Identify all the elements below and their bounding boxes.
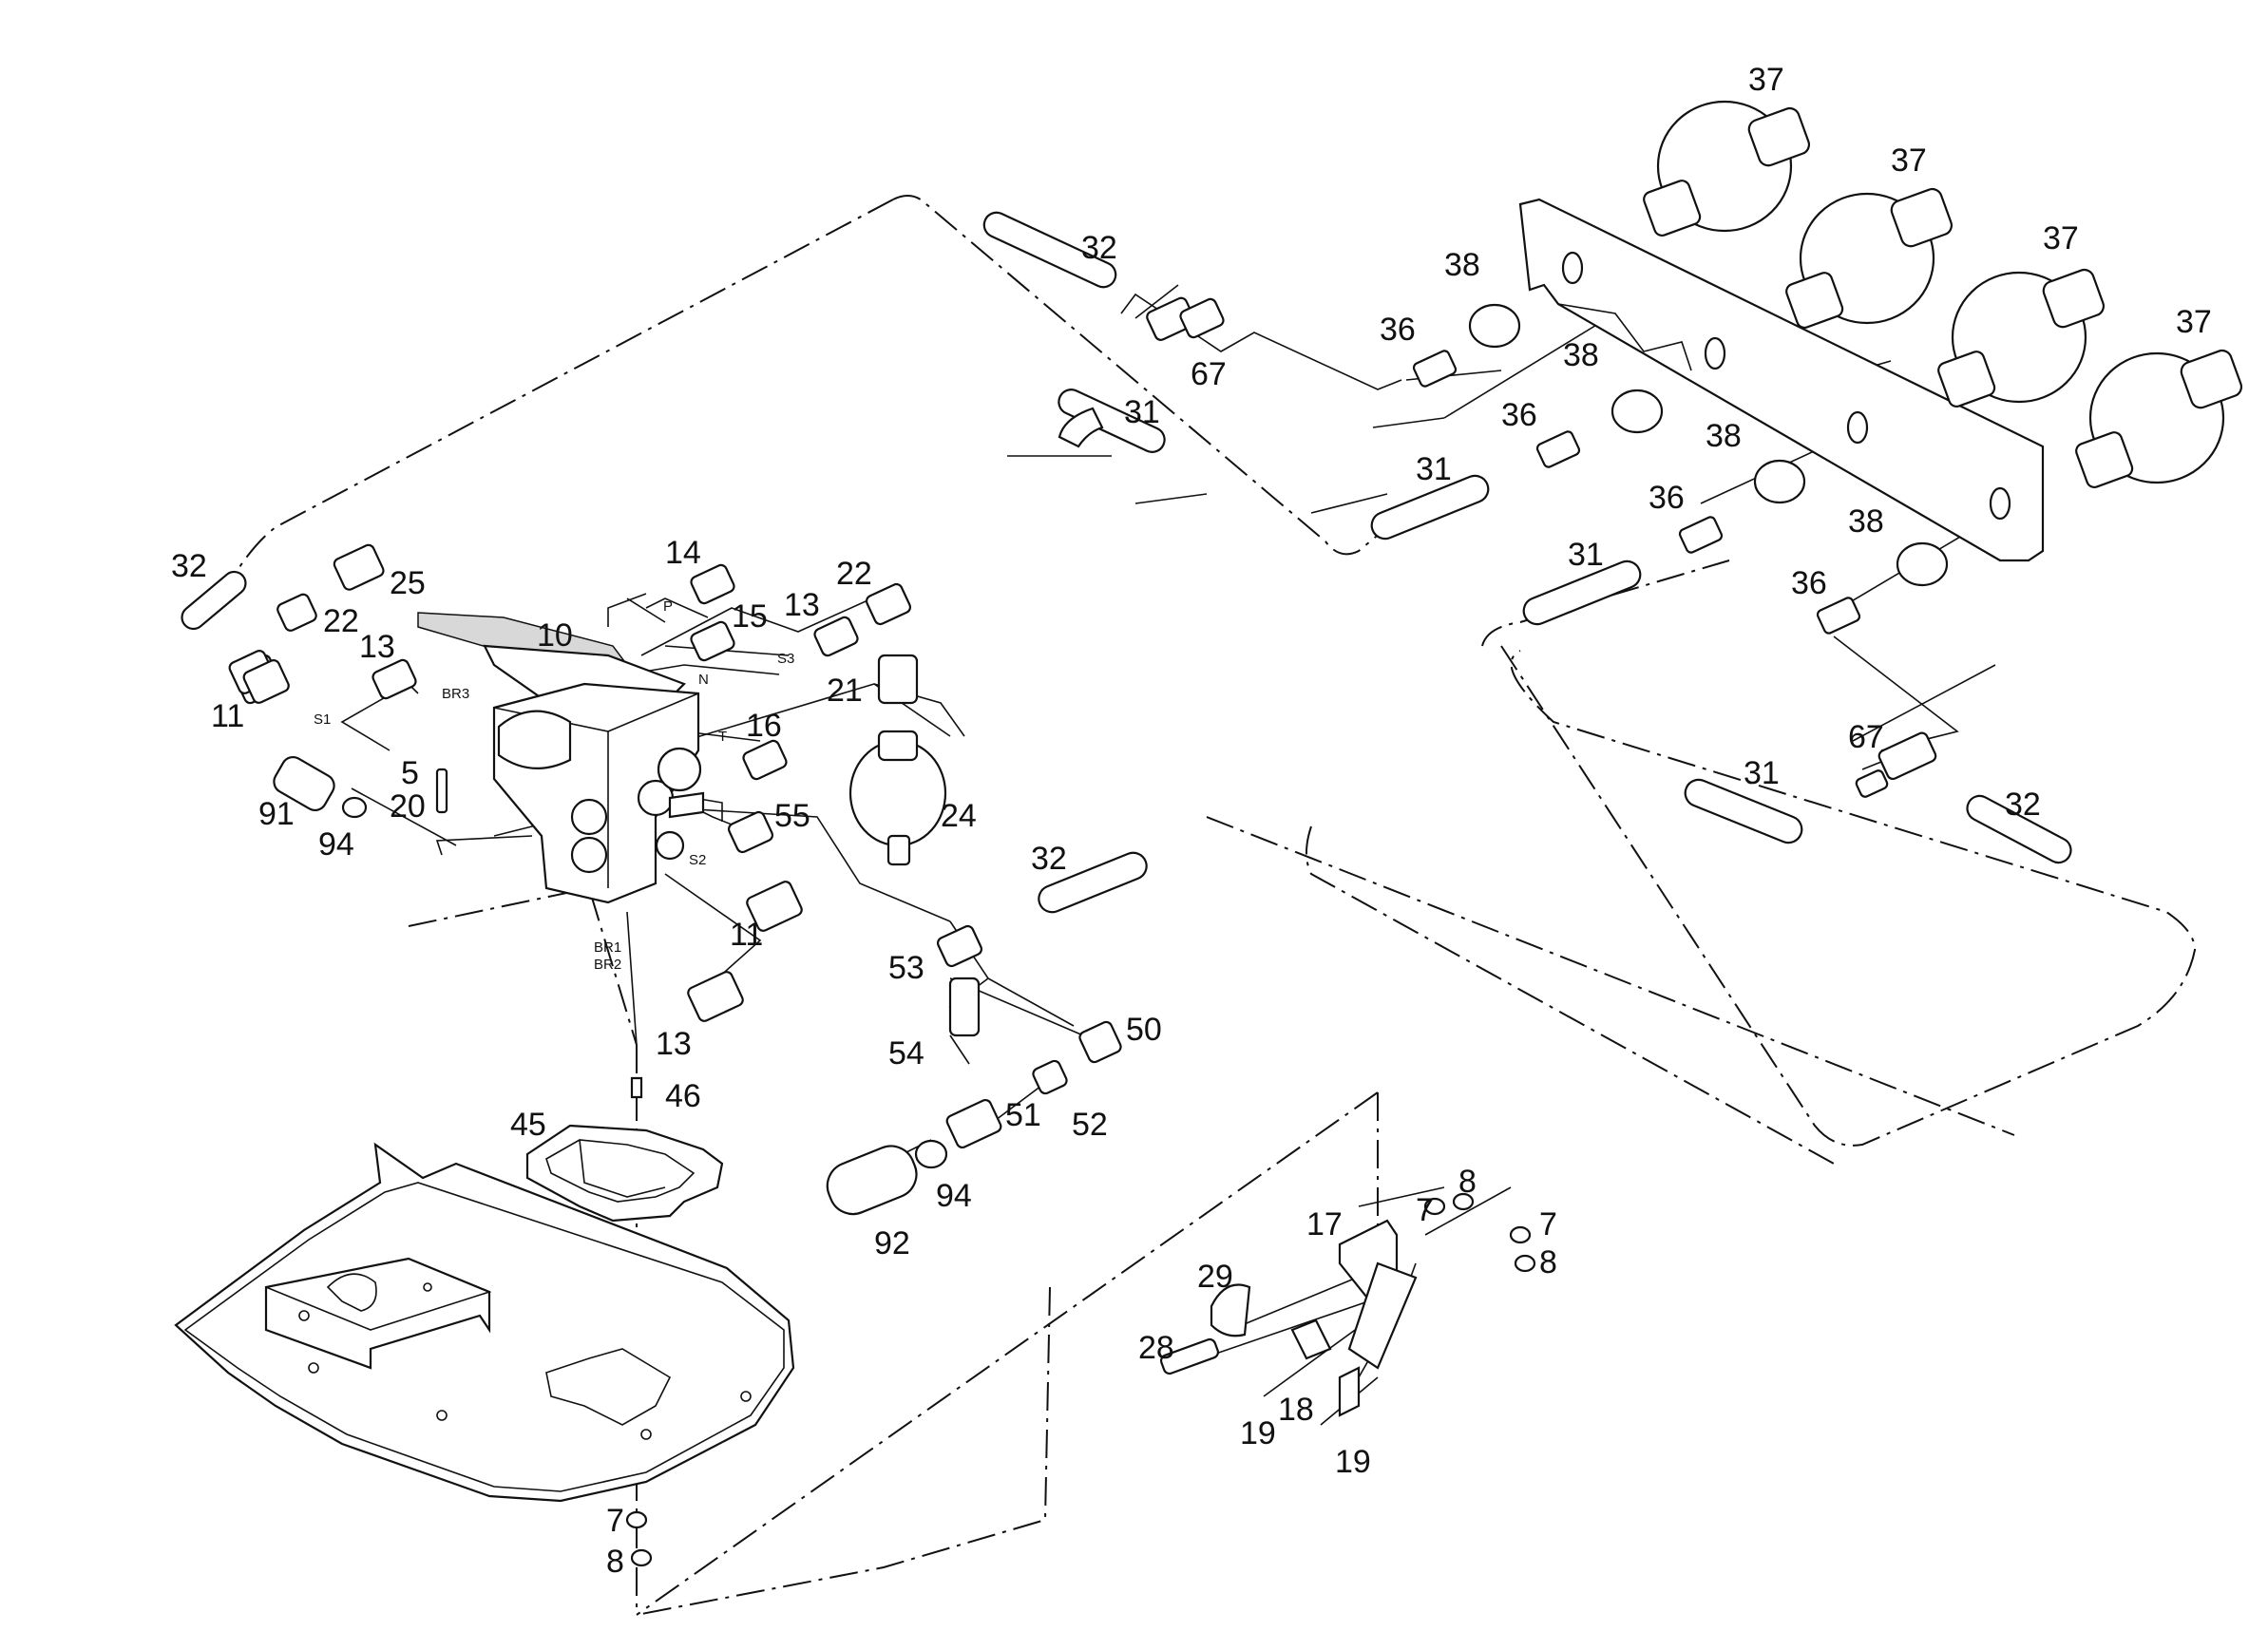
callout: 37 [2043, 220, 2079, 256]
port-labels: P N S3 BR3 S1 T S2 BR1 BR2 [314, 598, 794, 973]
callout: 10 [537, 617, 573, 654]
callout: 15 [732, 598, 768, 635]
routing-lines [237, 195, 2197, 1616]
callout: 38 [1563, 337, 1599, 373]
callout-labels: 37 37 37 37 32 38 36 67 38 31 36 31 38 3… [171, 62, 2212, 1580]
callout: 31 [1124, 394, 1160, 430]
callout: 14 [665, 535, 701, 571]
callout: 11 [730, 917, 763, 953]
callout: 19 [1240, 1415, 1276, 1451]
callout: 19 [1335, 1444, 1371, 1480]
callout: 37 [1748, 62, 1784, 98]
callout: 38 [1444, 247, 1480, 283]
callout: 36 [1649, 480, 1685, 516]
callout: 36 [1501, 397, 1537, 433]
callout: 21 [827, 673, 863, 709]
callout: 11 [211, 698, 244, 734]
callout: 13 [656, 1026, 692, 1062]
port-label: N [698, 672, 709, 688]
port-label: S1 [314, 711, 331, 728]
callout: 7 [606, 1503, 624, 1539]
base-plate [174, 1142, 795, 1503]
accumulator-plate [1518, 198, 2045, 562]
port-label: S2 [689, 852, 706, 868]
pedal-valve [417, 612, 705, 904]
port-label: T [718, 729, 727, 745]
callout: 8 [1539, 1244, 1557, 1280]
callout: 8 [606, 1544, 624, 1580]
callout: 38 [1706, 418, 1742, 454]
fittings [228, 296, 1949, 1216]
port-label: P [663, 598, 673, 615]
callout: 16 [746, 708, 782, 744]
callout: 36 [1791, 565, 1827, 601]
callout: 46 [665, 1078, 701, 1114]
bracket [625, 1192, 1536, 1567]
callout: 37 [1891, 142, 1927, 179]
callout: 13 [784, 587, 820, 623]
callout: 32 [1031, 841, 1067, 877]
callout: 8 [1458, 1164, 1477, 1200]
callout: 38 [1848, 503, 1884, 540]
callout: 53 [888, 950, 924, 986]
callout: 31 [1568, 537, 1604, 573]
callout: 94 [318, 826, 354, 863]
callout: 13 [359, 629, 395, 665]
callout: 36 [1380, 312, 1416, 348]
port-label: BR2 [594, 957, 621, 973]
callout: 32 [2005, 787, 2041, 823]
callout: 67 [1848, 719, 1884, 755]
port-label: S3 [777, 651, 794, 667]
callout: 50 [1126, 1012, 1162, 1048]
callout: 67 [1191, 356, 1227, 392]
callout: 31 [1744, 755, 1780, 791]
callout: 32 [171, 548, 207, 584]
callout: 45 [510, 1107, 546, 1143]
callout: 5 [401, 755, 419, 791]
callout: 55 [774, 798, 810, 834]
callout: 17 [1306, 1206, 1343, 1242]
callout: 32 [1081, 230, 1117, 266]
callout: 31 [1416, 451, 1452, 487]
callout: 54 [888, 1035, 924, 1072]
port-label: BR3 [442, 686, 469, 702]
callout: 18 [1278, 1392, 1314, 1428]
callout: 29 [1197, 1259, 1233, 1295]
accumulator-small [848, 654, 947, 866]
callout: 28 [1138, 1330, 1174, 1366]
callout: 20 [390, 788, 426, 825]
callout: 91 [258, 796, 295, 832]
accumulator [2075, 349, 2243, 489]
callout: 37 [2176, 304, 2212, 340]
callout: 94 [936, 1178, 972, 1214]
callout: 25 [390, 565, 426, 601]
accumulator [1937, 268, 2106, 408]
pedal-mount-plate [525, 1076, 724, 1223]
callout: 7 [1416, 1192, 1434, 1228]
accumulator [1785, 187, 1954, 330]
callout: 51 [1005, 1097, 1041, 1133]
callout: 22 [836, 556, 872, 592]
port-label: BR1 [594, 939, 621, 956]
callout: 22 [323, 603, 359, 639]
callout: 92 [874, 1225, 910, 1261]
hoses [181, 211, 2072, 914]
accumulator [1643, 100, 1811, 237]
callout: 24 [941, 798, 977, 834]
callout: 7 [1539, 1206, 1557, 1242]
callout: 52 [1072, 1107, 1108, 1143]
